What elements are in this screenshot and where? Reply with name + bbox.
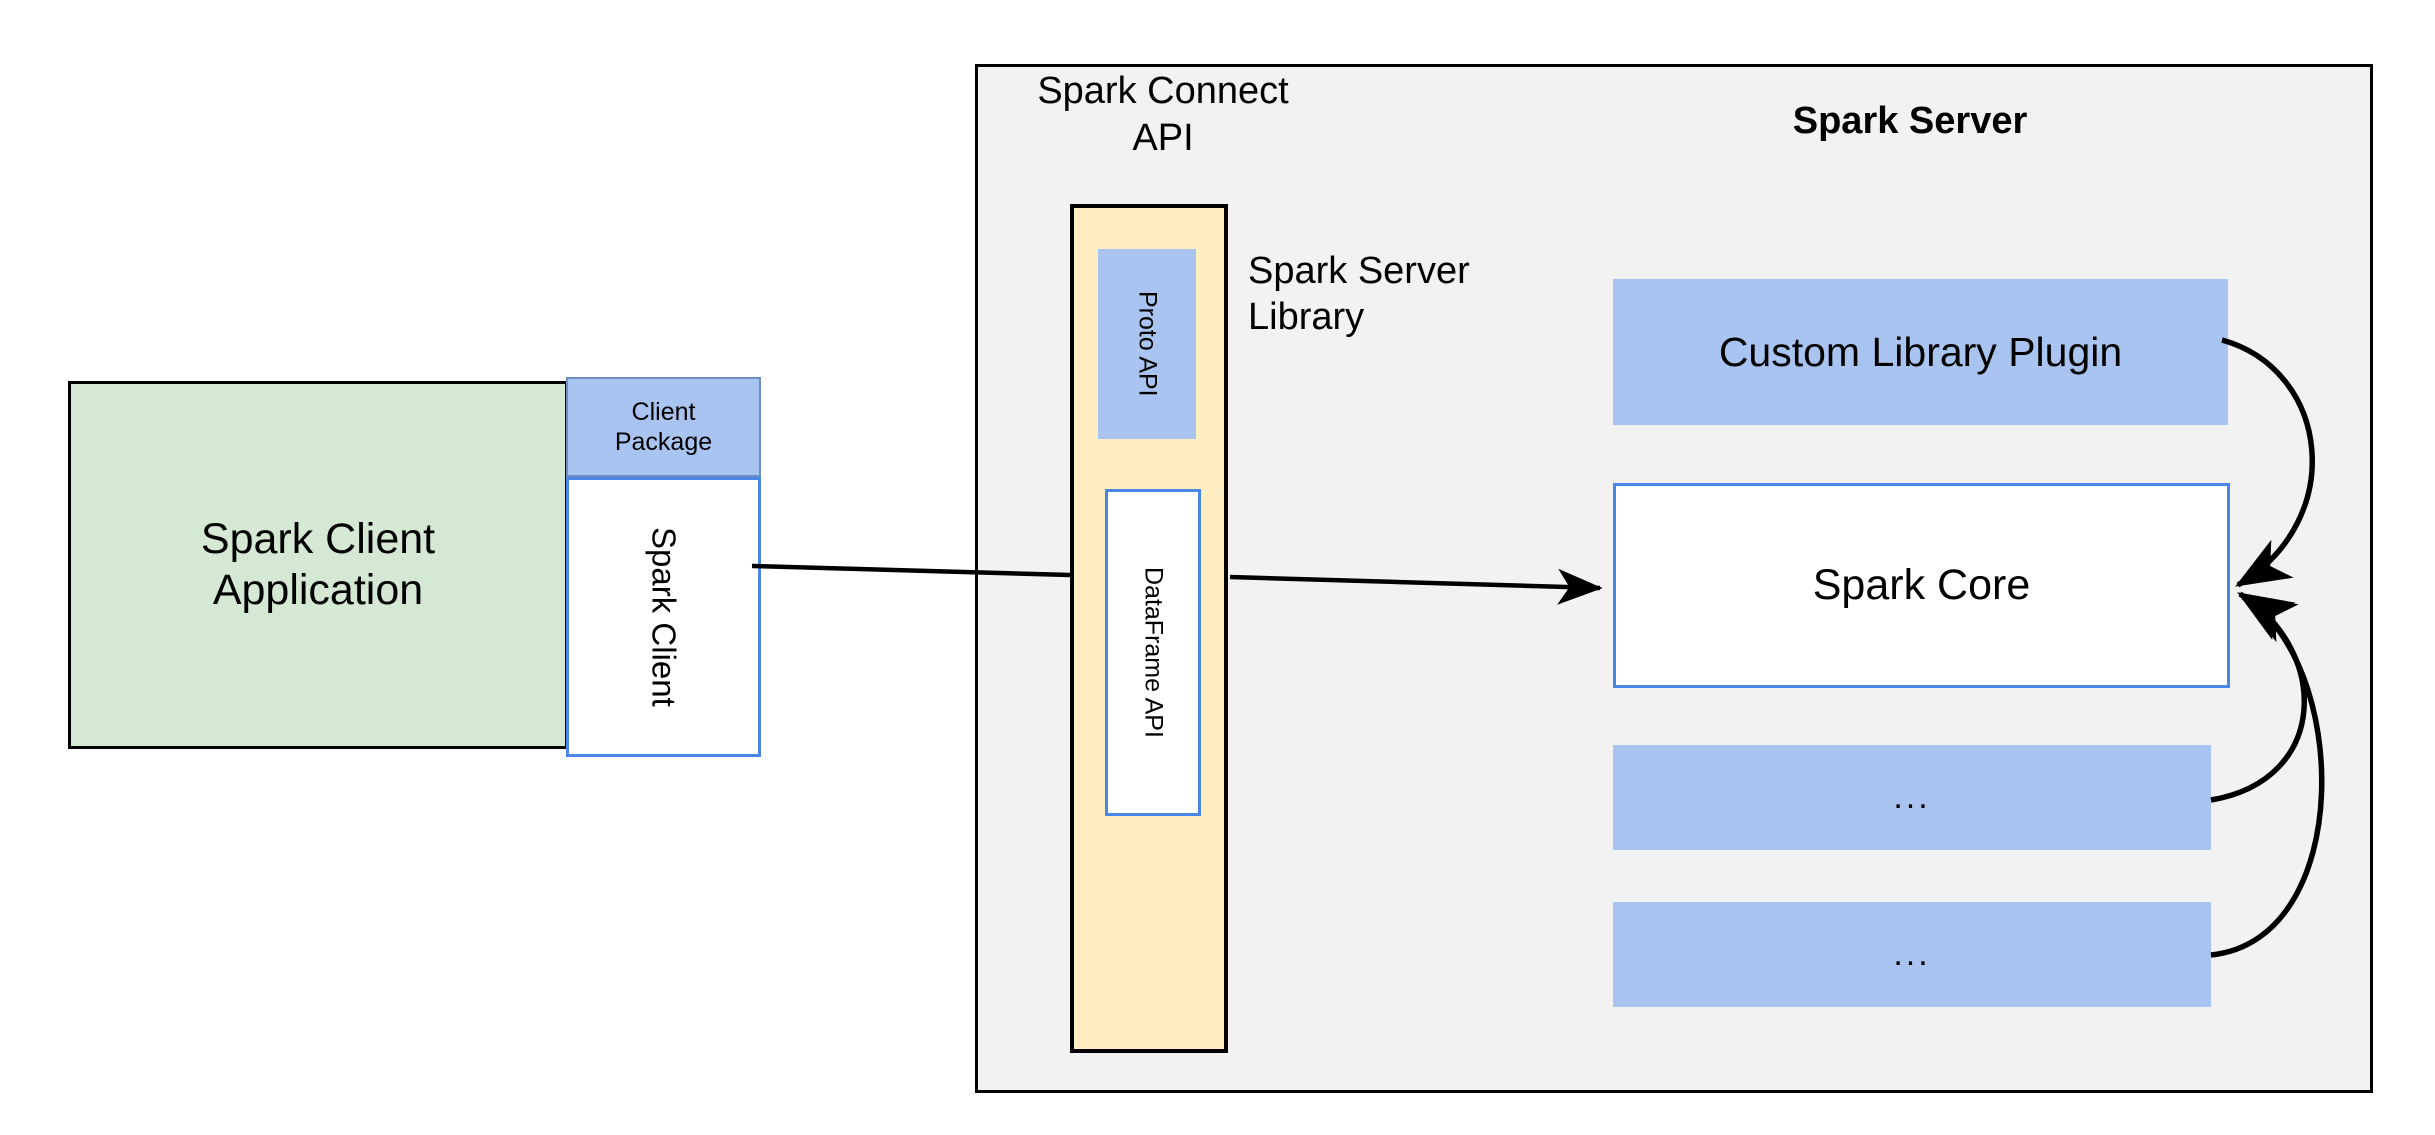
client-package-box[interactable]: Client Package: [566, 377, 761, 477]
ellipsis-box-1[interactable]: ...: [1613, 745, 2211, 850]
spark-client-application-box[interactable]: Spark Client Application: [68, 381, 568, 749]
dataframe-api-label: DataFrame API: [1139, 567, 1168, 738]
proto-api-label: Proto API: [1133, 291, 1162, 397]
spark-core-label: Spark Core: [1812, 561, 2031, 609]
custom-library-plugin-box[interactable]: Custom Library Plugin: [1613, 279, 2228, 425]
client-package-line2: Package: [614, 428, 713, 456]
client-app-line1: Spark Client: [200, 515, 436, 564]
spark-server-title: Spark Server: [1792, 100, 2028, 142]
dataframe-api-box[interactable]: DataFrame API: [1105, 489, 1201, 816]
spark-connect-api-label: Spark Connect API: [1018, 68, 1308, 162]
spark-connect-api-line1: Spark Connect: [1037, 70, 1289, 112]
spark-client-box[interactable]: Spark Client: [566, 477, 761, 757]
custom-library-plugin-label: Custom Library Plugin: [1718, 328, 2123, 375]
ellipsis-label-1: ...: [1893, 778, 1931, 816]
client-package-line1: Client: [631, 397, 696, 426]
client-app-line2: Application: [212, 566, 424, 614]
spark-server-library-label: Spark Server Library: [1248, 248, 1608, 341]
proto-api-box[interactable]: Proto API: [1098, 249, 1196, 439]
spark-connect-api-line2: API: [1132, 117, 1194, 160]
spark-client-label: Spark Client: [645, 527, 683, 707]
ellipsis-box-2[interactable]: ...: [1613, 902, 2211, 1007]
ellipsis-label-2: ...: [1893, 935, 1931, 973]
spark-core-box[interactable]: Spark Core: [1613, 483, 2230, 688]
spark-server-library-line1: Spark Server: [1248, 250, 1470, 292]
spark-server-library-line2: Library: [1248, 296, 1365, 339]
